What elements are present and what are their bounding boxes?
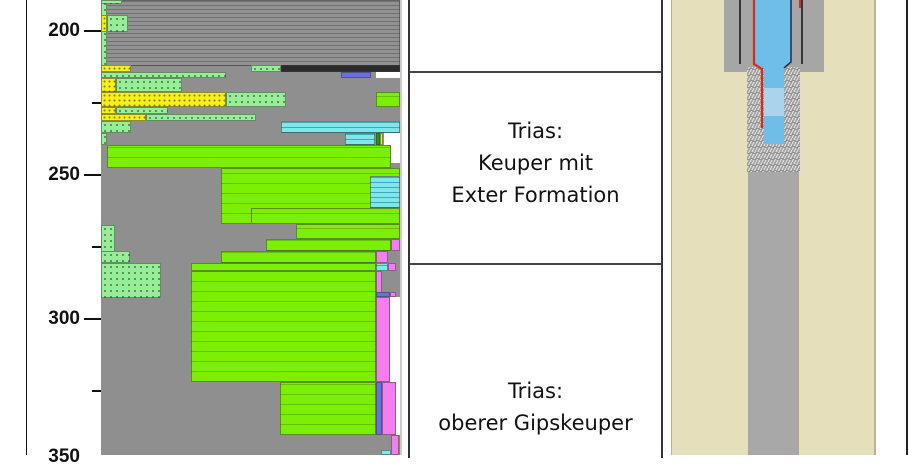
formation-boundary	[410, 71, 661, 73]
layer-sandstone	[101, 78, 116, 92]
depth-label-200: 200	[48, 20, 80, 41]
layer-marl	[191, 263, 376, 271]
formation-oberer-gipskeuper: Trias: oberer Gipskeuper	[410, 375, 661, 439]
layer-sandstone	[101, 65, 131, 72]
well-construction-diagram	[671, 0, 876, 455]
layer-gypsum	[390, 292, 396, 297]
layer-shale	[101, 0, 400, 66]
lithology-border	[400, 0, 402, 455]
layer-anhydrite	[376, 382, 382, 435]
layer-gap	[376, 72, 400, 78]
layer-silt	[107, 15, 128, 32]
layer-sandstone	[101, 15, 107, 32]
formation-line: Keuper mit	[477, 151, 594, 175]
formation-line: Trias:	[507, 119, 564, 143]
major-tick-200	[84, 30, 101, 32]
layer-gypsum	[391, 239, 400, 251]
layer-anhydrite	[376, 292, 390, 297]
formation-line: Trias:	[507, 379, 564, 403]
layer-gap	[396, 382, 400, 435]
layer-marl	[266, 239, 391, 251]
layer-gypsum	[376, 251, 388, 263]
lithology-column	[101, 0, 400, 455]
layer-limestone	[381, 450, 391, 455]
layer-silt	[101, 121, 131, 133]
depth-label-300: 300	[48, 308, 80, 329]
layer-sandstone	[101, 107, 116, 114]
layer-marl	[376, 92, 400, 107]
layer-anhydrite	[341, 72, 371, 78]
layer-gypsum	[391, 435, 399, 455]
formation-line: Exter Formation	[451, 183, 620, 207]
layer-dark	[376, 133, 380, 145]
layer-marl	[296, 224, 400, 239]
layer-gypsum	[388, 263, 396, 271]
layer-silt	[101, 133, 107, 145]
layer-marl	[191, 271, 376, 382]
layer-silt	[101, 225, 115, 255]
minor-tick-275	[92, 246, 101, 248]
formation-boundary	[410, 263, 661, 265]
layer-silt	[226, 92, 286, 107]
layer-gypsum	[376, 271, 382, 293]
layer-silt	[251, 65, 281, 72]
layer-gypsum	[376, 297, 390, 382]
formation-line: oberer Gipskeuper	[438, 411, 633, 435]
frame-border	[906, 0, 908, 455]
depth-axis-line	[26, 0, 27, 455]
layer-silt	[101, 251, 130, 263]
layer-marl	[221, 251, 376, 263]
layer-coal	[281, 65, 400, 72]
layer-gap	[390, 297, 400, 382]
depth-label-350: 350	[48, 446, 80, 467]
layer-sandstone	[380, 133, 383, 145]
formation-column: Trias: Keuper mit Exter Formation Trias:…	[408, 0, 663, 458]
layer-limestone	[376, 263, 388, 271]
layer-marl	[107, 145, 391, 168]
depth-label-250: 250	[48, 164, 80, 185]
layer-silt	[101, 72, 226, 78]
minor-tick-325	[92, 390, 101, 392]
layer-silt	[101, 0, 122, 4]
layer-limestone	[345, 133, 375, 145]
layer-limestone	[281, 121, 400, 133]
layer-silt	[116, 107, 168, 114]
layer-limestone	[370, 176, 400, 208]
layer-sandstone	[101, 114, 146, 121]
layer-silt	[101, 263, 161, 298]
major-tick-300	[84, 318, 101, 320]
major-tick-250	[84, 174, 101, 176]
layer-sandstone	[101, 92, 226, 107]
minor-tick-225	[92, 102, 101, 104]
layer-marl	[251, 208, 400, 224]
layer-silt	[101, 0, 107, 66]
layer-marl	[280, 382, 376, 435]
well-schematic-icon	[724, 0, 824, 455]
layer-silt	[146, 114, 256, 121]
layer-silt	[116, 78, 182, 92]
layer-gypsum	[382, 382, 396, 435]
formation-keuper-exter: Trias: Keuper mit Exter Formation	[410, 115, 661, 211]
